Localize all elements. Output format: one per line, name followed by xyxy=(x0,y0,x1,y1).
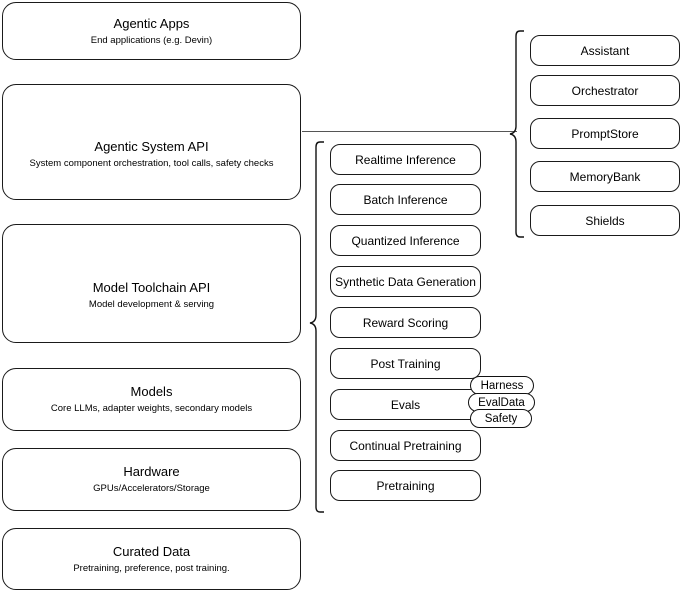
layer-title: Hardware xyxy=(123,464,180,479)
component-label: Orchestrator xyxy=(571,83,639,98)
component-box-synthetic-data-generation[interactable]: Synthetic Data Generation xyxy=(330,266,481,297)
layer-title: Curated Data xyxy=(112,543,191,559)
layer-title: Agentic Apps xyxy=(113,15,190,31)
brace-agentic-components xyxy=(509,30,525,238)
layer-title: Models xyxy=(130,384,173,399)
component-box-shields[interactable]: Shields xyxy=(530,205,680,236)
layer-subtitle: GPUs/Accelerators/Storage xyxy=(93,483,210,494)
layer-box-curated-data[interactable]: Curated Data Pretraining, preference, po… xyxy=(2,528,301,590)
component-label: MemoryBank xyxy=(569,169,641,184)
component-label: Evals xyxy=(390,397,421,412)
badge-evaldata[interactable]: EvalData xyxy=(468,393,535,412)
layer-subtitle: Pretraining, preference, post training. xyxy=(73,562,230,574)
connector-line-agentic-system xyxy=(302,131,517,133)
component-label: Shields xyxy=(585,213,625,228)
component-box-assistant[interactable]: Assistant xyxy=(530,35,680,66)
layer-box-model-toolchain-api[interactable]: Model Toolchain API Model development & … xyxy=(2,224,301,343)
component-box-post-training[interactable]: Post Training xyxy=(330,348,481,379)
layer-box-agentic-system-api[interactable]: Agentic System API System component orch… xyxy=(2,84,301,200)
component-box-realtime-inference[interactable]: Realtime Inference xyxy=(330,144,481,175)
component-box-evals[interactable]: Evals xyxy=(330,389,481,420)
component-box-orchestrator[interactable]: Orchestrator xyxy=(530,75,680,106)
badge-label: EvalData xyxy=(478,396,525,409)
layer-subtitle: Core LLMs, adapter weights, secondary mo… xyxy=(50,403,253,414)
component-label: PromptStore xyxy=(571,126,639,141)
component-label: Post Training xyxy=(370,356,441,371)
layer-box-models[interactable]: Models Core LLMs, adapter weights, secon… xyxy=(2,368,301,431)
component-box-continual-pretraining[interactable]: Continual Pretraining xyxy=(330,430,481,461)
layer-box-agentic-apps[interactable]: Agentic Apps End applications (e.g. Devi… xyxy=(2,2,301,60)
component-label: Continual Pretraining xyxy=(349,438,462,453)
component-label: Realtime Inference xyxy=(355,152,456,167)
badge-label: Harness xyxy=(480,379,524,392)
component-box-pretraining[interactable]: Pretraining xyxy=(330,470,481,501)
component-label: Pretraining xyxy=(376,478,435,493)
badge-safety[interactable]: Safety xyxy=(470,409,532,428)
component-label: Reward Scoring xyxy=(362,315,449,330)
component-box-promptstore[interactable]: PromptStore xyxy=(530,118,680,149)
component-label: Batch Inference xyxy=(363,192,448,207)
layer-subtitle: End applications (e.g. Devin) xyxy=(90,34,213,46)
layer-box-hardware[interactable]: Hardware GPUs/Accelerators/Storage xyxy=(2,448,301,511)
component-box-memorybank[interactable]: MemoryBank xyxy=(530,161,680,192)
layer-subtitle: System component orchestration, tool cal… xyxy=(29,157,274,169)
badge-label: Safety xyxy=(484,412,518,425)
layer-subtitle: Model development & serving xyxy=(88,299,215,310)
component-label: Assistant xyxy=(580,43,630,58)
component-label: Quantized Inference xyxy=(351,233,460,248)
component-box-reward-scoring[interactable]: Reward Scoring xyxy=(330,307,481,338)
layer-title: Model Toolchain API xyxy=(92,280,211,295)
layer-title: Agentic System API xyxy=(94,138,209,154)
component-label: Synthetic Data Generation xyxy=(335,274,476,289)
component-box-quantized-inference[interactable]: Quantized Inference xyxy=(330,225,481,256)
component-box-batch-inference[interactable]: Batch Inference xyxy=(330,184,481,215)
brace-toolchain-components xyxy=(309,141,325,513)
